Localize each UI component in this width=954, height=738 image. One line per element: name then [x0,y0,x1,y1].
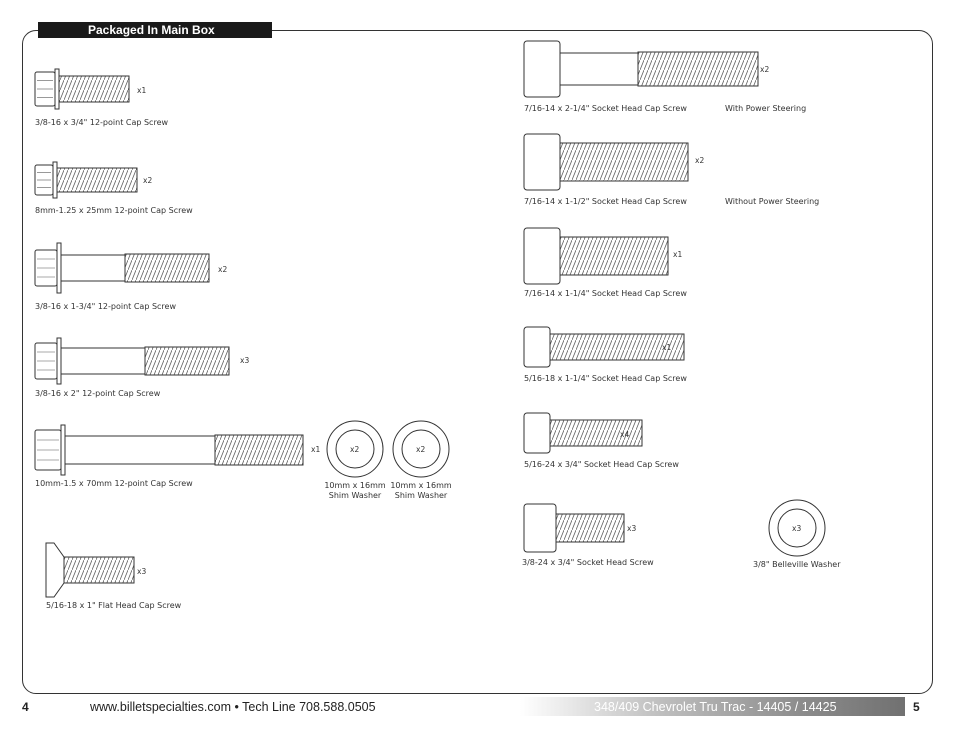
socket-head [523,133,561,191]
socket-head [523,326,551,368]
item-label: 5/16-18 x 1" Flat Head Cap Screw [46,601,182,610]
washer-label: 3/8" Belleville Washer [753,560,841,569]
footer-website: www.billetspecialties.com • Tech Line 70… [90,700,376,714]
item-qty: x1 [673,250,683,259]
screw-thread [144,346,230,376]
flat-screw-head [45,542,65,598]
socket-thread [637,51,759,87]
item-qty: x2 [760,65,770,74]
screw-flange [56,337,62,385]
socket-head [523,412,551,454]
washer-inner [335,429,375,469]
socket-thread [559,236,669,276]
item-label: 3/8-16 x 2" 12-point Cap Screw [35,389,161,398]
section-header: Packaged In Main Box [38,22,272,38]
item-label: 3/8-16 x 3/4" 12-point Cap Screw [35,118,169,127]
item-note: Without Power Steering [725,197,820,206]
item-qty: x2 [218,265,228,274]
socket-head [523,227,561,285]
washer-inner [777,508,817,548]
screw-thread [124,253,210,283]
item-label: 10mm-1.5 x 70mm 12-point Cap Screw [35,479,193,488]
screw-thread [56,167,138,193]
screw-shank [60,254,126,282]
washer-qty: x2 [350,445,360,454]
item-label: 7/16-14 x 1-1/4" Socket Head Cap Screw [524,289,687,298]
right-page-number: 5 [913,700,920,714]
washer-inner [401,429,441,469]
item-qty: x1 [662,343,672,352]
item-label: 7/16-14 x 1-1/2" Socket Head Cap Screw [524,197,687,206]
left-page-number: 4 [22,700,29,714]
item-label: 5/16-24 x 3/4" Socket Head Cap Screw [524,460,679,469]
item-note: With Power Steering [725,104,807,113]
socket-head [523,40,561,98]
screw-thread [214,434,304,466]
item-qty: x3 [627,524,637,533]
footer-title: 348/409 Chevrolet Tru Trac - 14405 / 144… [594,700,837,714]
socket-thread [549,333,685,361]
washer-qty: x3 [792,524,802,533]
item-qty: x3 [137,567,147,576]
flat-screw-thread [63,556,135,584]
screw-shank [60,347,146,375]
item-label: 5/16-18 x 1-1/4" Socket Head Cap Screw [524,374,687,383]
screw-flange [52,161,58,199]
item-qty: x1 [137,86,147,95]
item-label: 8mm-1.25 x 25mm 12-point Cap Screw [35,206,193,215]
item-label: 7/16-14 x 2-1/4" Socket Head Cap Screw [524,104,687,113]
item-label: 3/8-16 x 1-3/4" 12-point Cap Screw [35,302,177,311]
item-label: 3/8-24 x 3/4" Socket Head Screw [522,558,654,567]
item-qty: x4 [620,430,630,439]
washer-label: 10mm x 16mm Shim Washer [390,481,452,500]
socket-thread [559,142,689,182]
socket-shank [559,52,639,86]
washer-qty: x2 [416,445,426,454]
screw-shank [64,435,216,465]
socket-head [523,503,557,553]
screw-flange [60,424,66,476]
washer-label: 10mm x 16mm Shim Washer [324,481,386,500]
right-page-box [905,697,931,716]
screw-flange [54,68,60,110]
item-qty: x2 [695,156,705,165]
item-qty: x2 [143,176,153,185]
socket-thread [555,513,625,543]
screw-thread [58,75,130,103]
socket-thread [549,419,643,447]
footer-title-bar [520,697,931,716]
item-qty: x3 [240,356,250,365]
screw-flange [56,242,62,294]
item-qty: x1 [311,445,321,454]
